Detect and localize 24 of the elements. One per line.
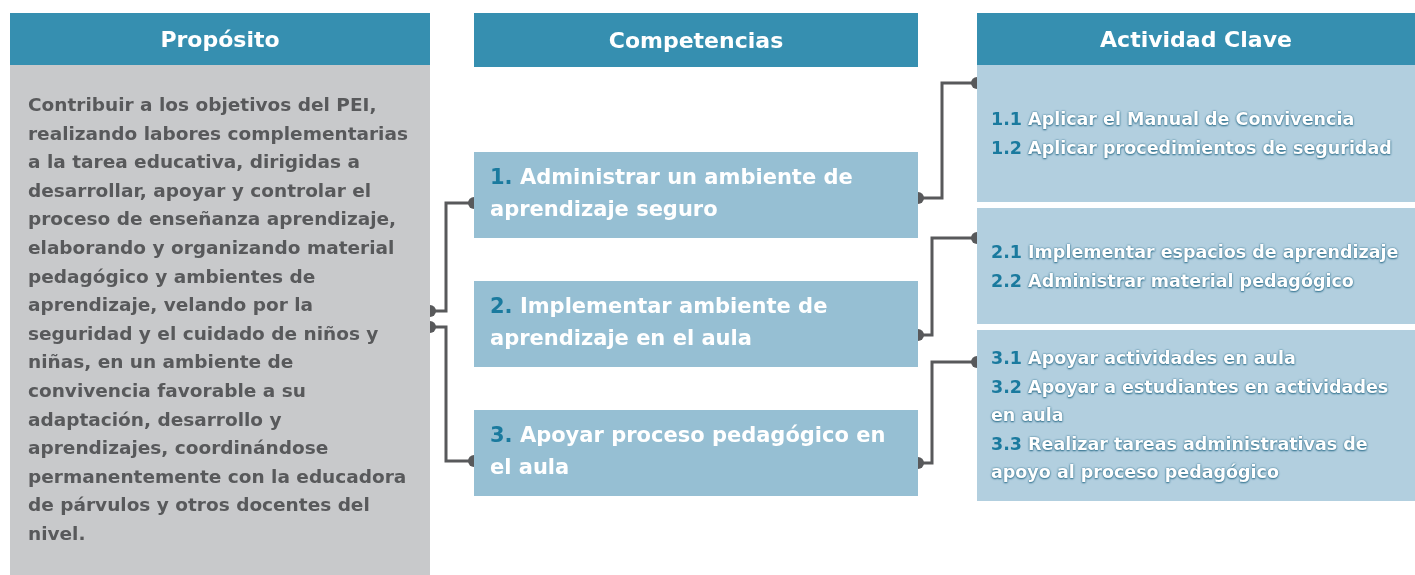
description-text: Contribuir a los objetivos del PEI, realizando labores complementarias a la tarea educativa, dirigidas a desarrollar, apoyar y controlar el proceso de enseñanza aprendizaje, elaborando y organizando material pedagógico y ambientes de aprendizaje, velando por la seguridad y el cuidado de niños y niñas, en un ambiente de convivencia favorable a su adaptación, desarrollo y aprendizajes, coordinándose permanentemente con la educadora de párvulos y otros docentes del nivel. (28, 93, 409, 546)
competency-text: 1. Administrar un ambiente de aprendizaje seguro (490, 164, 854, 223)
activity-text: 3.1 Apoyar actividades en aula (991, 347, 1297, 370)
competency-box (474, 410, 918, 496)
description-panel (10, 65, 430, 575)
activity-text: 3.2 Apoyar a estudiantes en actividades en aula (991, 375, 1390, 427)
competency-box (474, 152, 918, 238)
activity-text: 3.3 Realizar tareas administrativas de apoyo al proceso pedagógico (991, 432, 1369, 484)
heading-band (474, 13, 918, 67)
column-heading: Competencias (608, 27, 784, 53)
column-heading: Propósito (160, 26, 280, 52)
activity-text: 1.1 Aplicar el Manual de Convivencia (991, 108, 1356, 131)
activity-box (977, 65, 1415, 202)
competency-box (474, 281, 918, 367)
activity-text: 2.2 Administrar material pedagógico (991, 269, 1355, 293)
competency-text: 3. Apoyar proceso pedagógico en el aula (490, 422, 887, 481)
heading-band (10, 13, 430, 65)
heading-band (977, 13, 1415, 65)
competency-text: 2. Implementar ambiente de aprendizaje en el aula (490, 293, 829, 352)
activity-text: 2.1 Implementar espacios de aprendizaje (991, 241, 1400, 264)
column-heading: Actividad Clave (1100, 26, 1292, 52)
activity-box (977, 208, 1415, 324)
activity-box (977, 330, 1415, 501)
activity-text: 1.2 Aplicar procedimientos de seguridad (991, 136, 1393, 160)
